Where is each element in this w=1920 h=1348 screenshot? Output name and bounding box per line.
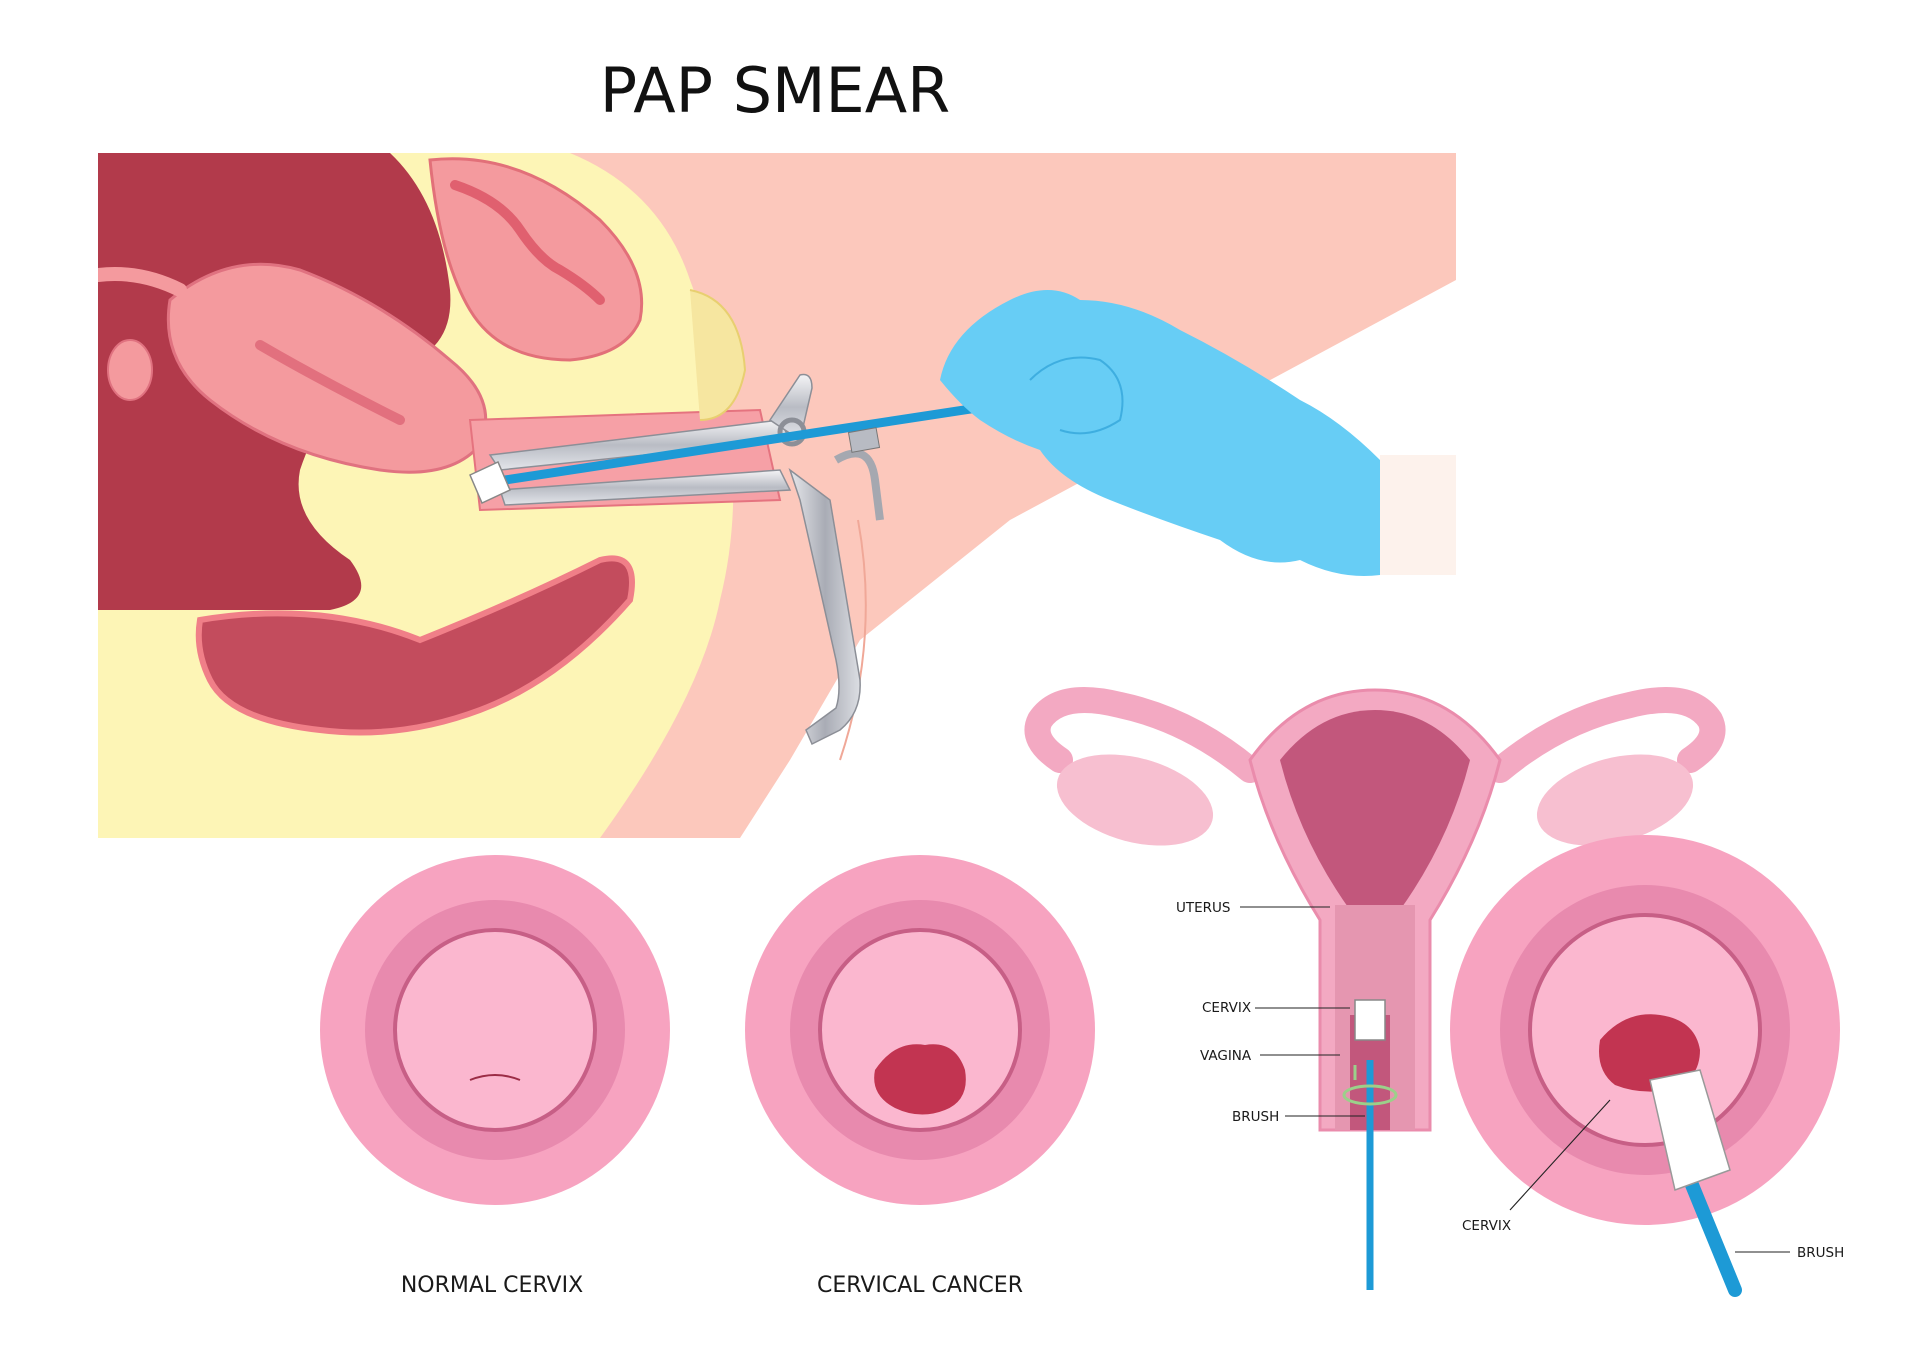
glove-creases <box>1029 356 1124 435</box>
normal-cervix-inner <box>393 928 597 1132</box>
closeup-brush <box>1649 1069 1742 1297</box>
speculum-handle <box>788 467 861 746</box>
caption-normal-cervix: NORMAL CERVIX <box>401 1273 583 1298</box>
cancer-cervix-inner <box>818 928 1022 1132</box>
left-tube <box>1024 687 1263 783</box>
speculum <box>488 373 884 746</box>
uterine-cavity <box>255 340 405 425</box>
pubic-bone <box>689 289 747 421</box>
label-vagina: VAGINA <box>1200 1048 1252 1064</box>
left-ovary <box>1056 754 1214 846</box>
brush-head <box>469 460 511 505</box>
closeup-cervix-view: CERVIX BRUSH <box>1450 835 1844 1297</box>
page-title: PAP SMEAR <box>600 54 950 127</box>
uterus-front-diagram: UTERUS CERVIX VAGINA BRUSH <box>1024 687 1726 1290</box>
closeup-label-cervix: CERVIX <box>1462 1218 1511 1234</box>
closeup-brush-shaft <box>1683 1173 1742 1297</box>
cytology-brush <box>469 395 1035 505</box>
normal-os <box>469 1074 521 1081</box>
brush-connector <box>847 427 881 453</box>
brush-shaft <box>500 395 1035 485</box>
thigh-line <box>839 519 867 761</box>
cancer-lesion <box>874 1044 966 1115</box>
bladder <box>428 157 644 362</box>
closeup-lesion <box>1599 1014 1700 1092</box>
ovary <box>107 339 153 401</box>
leader-closeup-cervix <box>1509 1099 1611 1211</box>
gloved-hand <box>940 290 1456 576</box>
closeup-brush-head <box>1649 1069 1731 1191</box>
right-tube <box>1487 687 1726 783</box>
normal-cervix-view: NORMAL CERVIX <box>320 855 670 1298</box>
caption-cervical-cancer: CERVICAL CANCER <box>817 1273 1023 1298</box>
sagittal-section <box>98 153 1456 838</box>
front-brush-head <box>1354 999 1386 1041</box>
label-cervix: CERVIX <box>1202 1000 1251 1016</box>
wrist <box>1380 455 1456 575</box>
label-uterus: UTERUS <box>1176 900 1231 916</box>
cervical-cancer-view: CERVICAL CANCER <box>745 855 1095 1298</box>
speculum-lever <box>833 449 884 521</box>
rectum <box>195 555 635 736</box>
fallopian-tube <box>98 267 187 297</box>
glove <box>940 290 1380 576</box>
rotation-arrow <box>1342 1084 1398 1106</box>
speculum-lower-blade <box>498 469 792 506</box>
right-ovary <box>1536 754 1694 846</box>
label-brush: BRUSH <box>1232 1109 1279 1125</box>
uterus-inner <box>1280 710 1470 910</box>
closeup-label-brush: BRUSH <box>1797 1245 1844 1261</box>
bladder-fold <box>450 180 605 305</box>
